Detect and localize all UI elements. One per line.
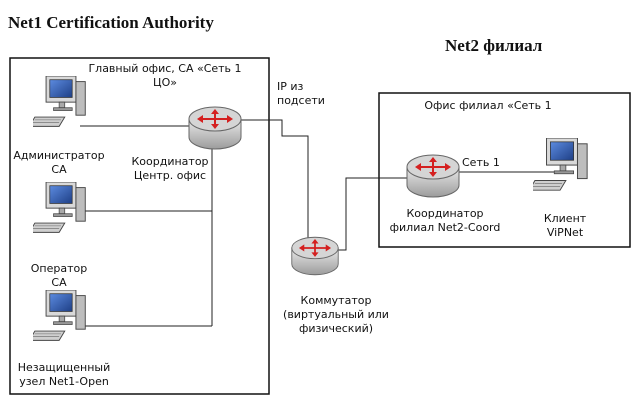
pc-client-icon bbox=[533, 138, 588, 191]
label-coord-center: Координатор Центр. офис bbox=[131, 155, 209, 182]
link-switch-branch bbox=[337, 177, 410, 251]
router-center-icon bbox=[188, 106, 242, 150]
branch-office-box bbox=[378, 92, 631, 248]
label-switch: Коммутатор (виртуальный или физический) bbox=[283, 294, 389, 335]
link-router-switch bbox=[232, 119, 318, 246]
label-operator: Оператор CA bbox=[30, 262, 88, 289]
label-client: Клиент ViPNet bbox=[543, 212, 587, 239]
switch-icon bbox=[290, 236, 340, 276]
pc-operator-icon bbox=[33, 182, 86, 233]
title-net2: Net2 филиал bbox=[445, 36, 543, 55]
pc-open-icon bbox=[33, 290, 86, 341]
router-branch-icon bbox=[406, 154, 460, 198]
label-set1: Сеть 1 bbox=[462, 156, 500, 169]
title-net1: Net1 Certification Authority bbox=[8, 13, 214, 32]
label-coord-branch: Координатор филиал Net2-Coord bbox=[389, 207, 501, 234]
label-open-node: Незащищенный узел Net1-Open bbox=[17, 361, 111, 388]
label-admin: Администратор CA bbox=[13, 149, 105, 176]
left-office-box bbox=[9, 57, 270, 395]
right-box-label: Офис филиал «Сеть 1 bbox=[424, 99, 552, 112]
left-box-label: Главный офис, CA «Сеть 1 ЦО» bbox=[88, 62, 242, 89]
cropped-top-text bbox=[60, 0, 360, 2]
label-ip-subnet: IP из подсети bbox=[277, 80, 325, 107]
